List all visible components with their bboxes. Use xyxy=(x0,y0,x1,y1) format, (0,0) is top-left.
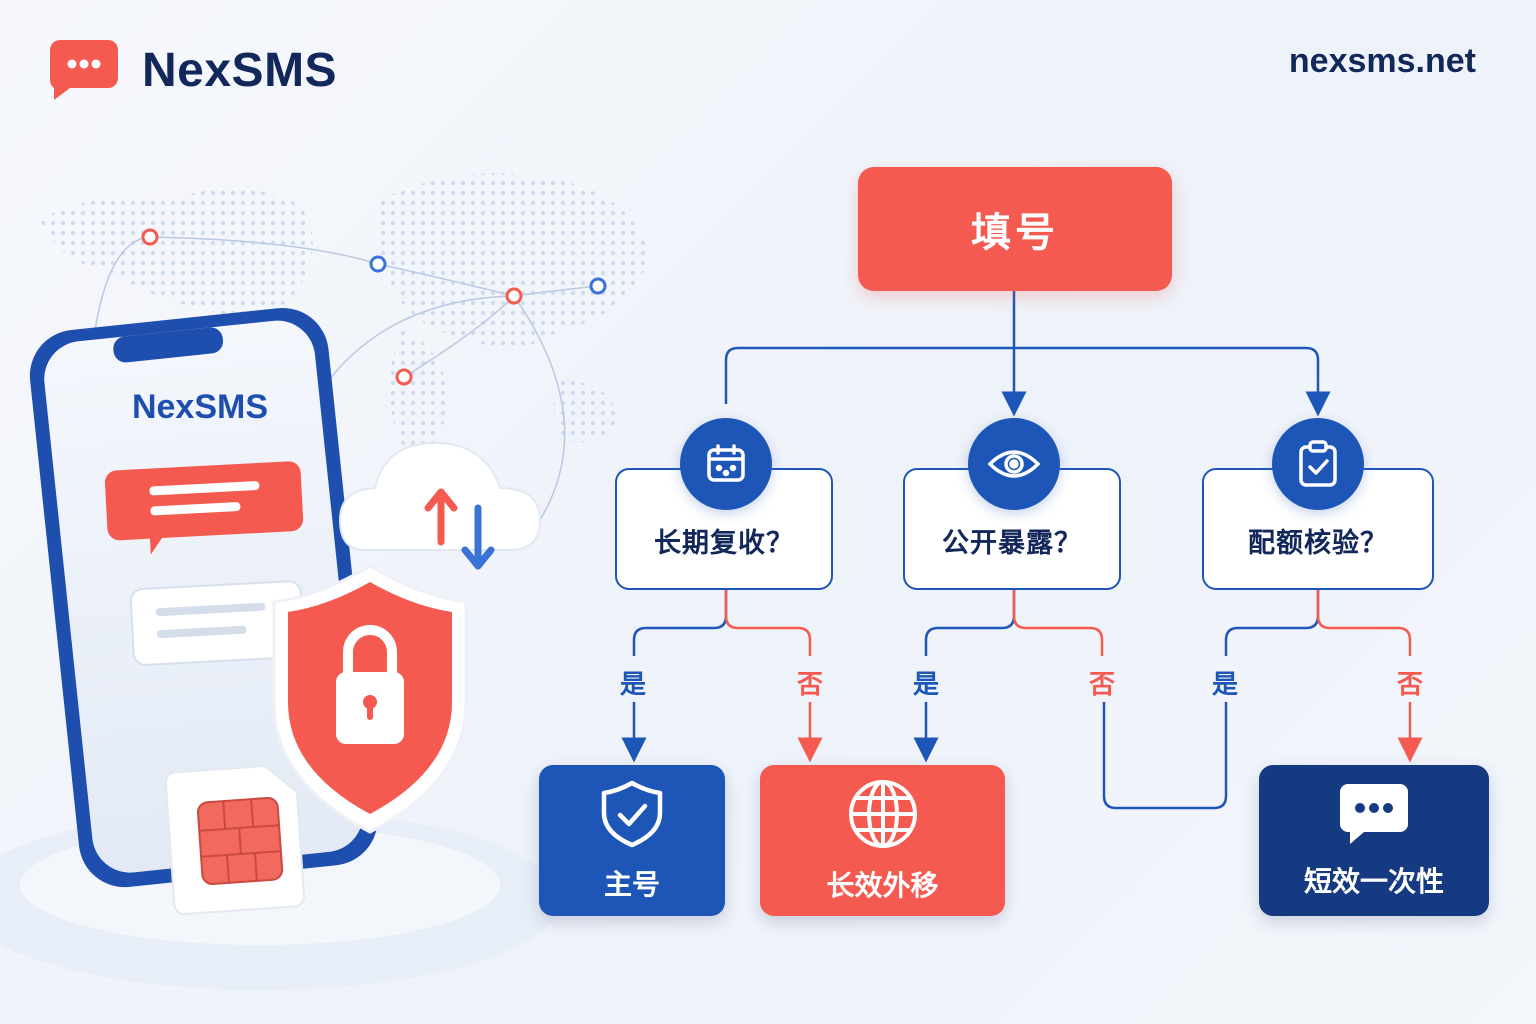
sim-card-icon xyxy=(164,765,306,916)
flow-start-node: 填号 xyxy=(858,167,1172,291)
yes-label: 是 xyxy=(1212,670,1239,700)
no-label: 否 xyxy=(797,670,824,700)
result-node-primary-number: 主号 xyxy=(539,765,725,916)
calendar-icon xyxy=(680,418,772,510)
yes-label: 是 xyxy=(913,670,940,700)
result-label: 长效外移 xyxy=(826,868,939,902)
brand: NexSMS xyxy=(50,38,337,102)
chat-bubble-logo-icon xyxy=(50,38,118,102)
cloud-sync-icon xyxy=(338,441,542,570)
question-label: 公开暴露？ xyxy=(942,528,1082,559)
eye-icon xyxy=(968,418,1060,510)
brand-name: NexSMS xyxy=(142,43,338,97)
question-label: 配额核验？ xyxy=(1248,528,1388,559)
phone-brand-label: NexSMS xyxy=(132,388,268,426)
hero-illustration: NexSMS xyxy=(0,173,650,990)
result-node-long-term-external: 长效外移 xyxy=(760,765,1005,916)
result-node-short-term-disposable: 短效一次性 xyxy=(1259,765,1489,916)
shield-lock-icon xyxy=(272,564,468,834)
question-node-quota-check: 配额核验？ xyxy=(1202,468,1434,590)
no-label: 否 xyxy=(1397,670,1424,700)
yes-label: 是 xyxy=(620,670,647,700)
no-label: 否 xyxy=(1089,670,1116,700)
site-url[interactable]: nexsms.net xyxy=(1288,42,1476,80)
chat-icon xyxy=(1340,783,1408,844)
question-label: 长期复收？ xyxy=(654,528,794,559)
result-label: 主号 xyxy=(603,867,660,901)
map-pin-markers xyxy=(141,228,607,386)
shield-check-icon xyxy=(601,780,663,847)
result-label: 短效一次性 xyxy=(1303,864,1444,898)
world-map-dots xyxy=(40,173,650,480)
clipboard-check-icon xyxy=(1272,418,1364,510)
globe-icon xyxy=(848,779,917,848)
